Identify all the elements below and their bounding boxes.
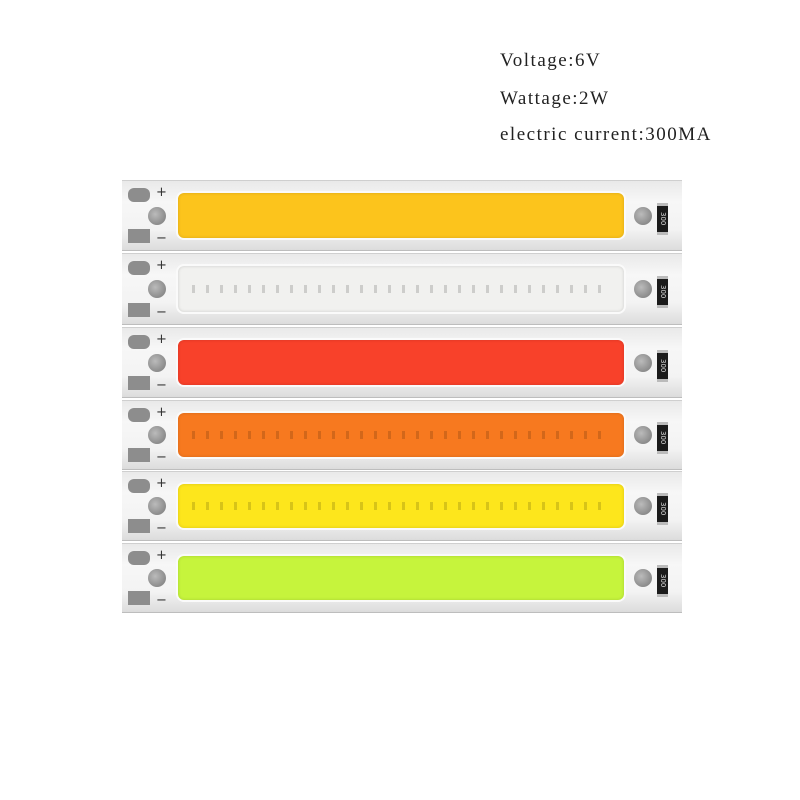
led-chips bbox=[192, 502, 610, 510]
minus-label: − bbox=[156, 521, 167, 536]
resistor: 300 bbox=[657, 493, 668, 525]
solder-pad-minus bbox=[128, 303, 150, 317]
minus-label: − bbox=[156, 231, 167, 246]
mount-hole-icon bbox=[148, 426, 166, 444]
phosphor-area bbox=[176, 411, 626, 459]
led-chips bbox=[192, 431, 610, 439]
cob-led-strip-unlit-white: + − 300 bbox=[122, 253, 682, 325]
solder-pad-plus bbox=[128, 261, 150, 275]
mount-hole-icon bbox=[634, 569, 652, 587]
solder-pad-plus bbox=[128, 479, 150, 493]
phosphor-area bbox=[176, 264, 626, 314]
cob-led-strip-warm-white: + − 300 bbox=[122, 180, 682, 251]
cob-led-strip-orange: + − 300 bbox=[122, 400, 682, 470]
spec-current: electric current:300MA bbox=[500, 124, 712, 145]
mount-hole-icon bbox=[634, 497, 652, 515]
mount-hole-icon bbox=[634, 280, 652, 298]
resistor: 300 bbox=[657, 565, 668, 597]
mount-hole-icon bbox=[148, 353, 166, 372]
phosphor-area bbox=[176, 554, 626, 602]
mount-hole-icon bbox=[634, 353, 652, 372]
resistor: 300 bbox=[657, 202, 668, 235]
minus-label: − bbox=[156, 593, 167, 608]
plus-label: + bbox=[156, 185, 167, 200]
resistor: 300 bbox=[657, 349, 668, 382]
phosphor-area bbox=[176, 191, 626, 240]
spec-wattage: Wattage:2W bbox=[500, 88, 610, 109]
mount-hole-icon bbox=[148, 280, 166, 298]
solder-pad-minus bbox=[128, 448, 150, 462]
mount-hole-icon bbox=[634, 206, 652, 225]
resistor: 300 bbox=[657, 276, 668, 308]
plus-label: + bbox=[156, 548, 167, 563]
cob-led-strip-yellow: + − 300 bbox=[122, 471, 682, 541]
solder-pad-minus bbox=[128, 229, 150, 243]
solder-pad-minus bbox=[128, 376, 150, 390]
mount-hole-icon bbox=[148, 497, 166, 515]
solder-pad-plus bbox=[128, 408, 150, 422]
mount-hole-icon bbox=[148, 569, 166, 587]
resistor: 300 bbox=[657, 422, 668, 454]
spec-voltage: Voltage:6V bbox=[500, 50, 602, 71]
solder-pad-minus bbox=[128, 591, 150, 605]
mount-hole-icon bbox=[148, 206, 166, 225]
phosphor-area bbox=[176, 482, 626, 530]
minus-label: − bbox=[156, 450, 167, 465]
minus-label: − bbox=[156, 305, 167, 320]
solder-pad-plus bbox=[128, 551, 150, 565]
plus-label: + bbox=[156, 405, 167, 420]
plus-label: + bbox=[156, 258, 167, 273]
minus-label: − bbox=[156, 378, 167, 393]
solder-pad-plus bbox=[128, 188, 150, 202]
plus-label: + bbox=[156, 332, 167, 347]
led-chips bbox=[192, 285, 610, 293]
cob-led-strip-green: + − 300 bbox=[122, 543, 682, 613]
plus-label: + bbox=[156, 476, 167, 491]
solder-pad-plus bbox=[128, 335, 150, 349]
mount-hole-icon bbox=[634, 426, 652, 444]
phosphor-area bbox=[176, 338, 626, 387]
cob-led-strip-red: + − 300 bbox=[122, 327, 682, 398]
solder-pad-minus bbox=[128, 519, 150, 533]
